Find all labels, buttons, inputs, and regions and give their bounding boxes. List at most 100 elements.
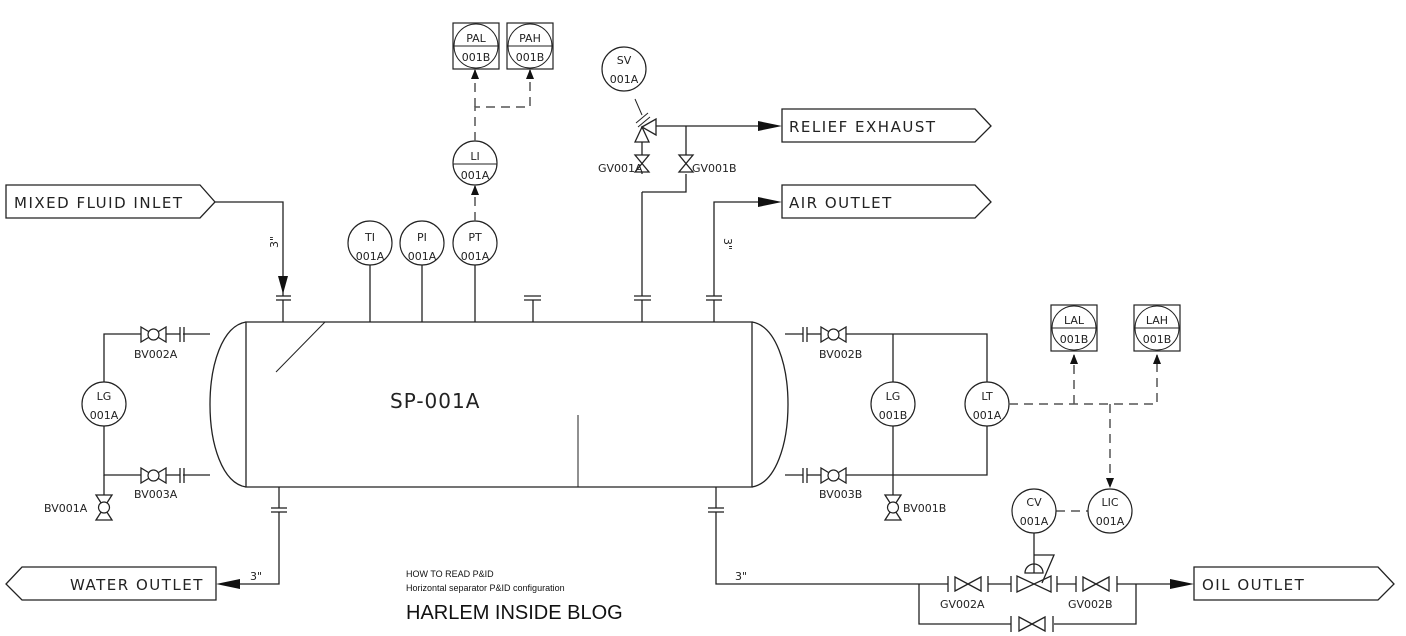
instrument-number: 001A: [408, 250, 437, 263]
signal-arrow-icon: [471, 185, 479, 195]
oil-outlet-stream[interactable]: OIL OUTLET: [1193, 566, 1395, 601]
flow-arrow-icon: [278, 276, 288, 294]
instrument-lg-001a[interactable]: LG 001A: [81, 381, 127, 427]
instrument-function: PT: [468, 231, 482, 244]
inlet-line-size: 3": [268, 236, 281, 248]
valve-tag: BV002B: [819, 348, 862, 361]
instrument-pt-001a[interactable]: PT 001A: [452, 220, 498, 266]
flange-pair-top-left: [179, 327, 185, 342]
control-valve-cv001a[interactable]: [1016, 574, 1052, 594]
safety-valve[interactable]: [633, 112, 657, 143]
gate-valve-icon: [1082, 575, 1110, 593]
pipe-segment: [103, 426, 141, 476]
air-outlet-stream[interactable]: AIR OUTLET: [781, 184, 992, 219]
instrument-function: PAL: [466, 32, 486, 45]
gate-valve-gv002a[interactable]: GV002A: [940, 575, 985, 611]
bypass-gate-valve[interactable]: [1018, 615, 1046, 633]
separator-vessel[interactable]: SP-001A: [209, 321, 789, 488]
relief-bypass-tee: [642, 174, 687, 193]
alarm-pah-001b[interactable]: PAH 001B: [506, 22, 554, 70]
spring-icon: [635, 112, 649, 124]
instrument-function: SV: [617, 54, 632, 67]
instrument-pi-001a[interactable]: PI 001A: [399, 220, 445, 266]
instrument-number: 001A: [1096, 515, 1125, 528]
instrument-bubble-icon: [399, 220, 445, 266]
signal-line-li-pah: [474, 70, 531, 141]
gate-valve-icon: [633, 154, 651, 173]
sv-connection: [634, 98, 643, 116]
gate-valve-gv001b[interactable]: GV001B: [677, 154, 737, 175]
ball-valve-bv003b[interactable]: BV003B: [819, 466, 862, 501]
instrument-li-001a[interactable]: LI 001A: [452, 140, 498, 186]
water-outlet-stream[interactable]: WATER OUTLET: [5, 566, 217, 601]
air-outlet-label: AIR OUTLET: [789, 194, 893, 212]
instrument-cv-001a[interactable]: CV 001A: [1011, 488, 1057, 534]
valve-tag: BV003B: [819, 488, 862, 501]
air-outlet-line-size: 3": [721, 238, 734, 250]
offpage-connector-oil: [1193, 566, 1395, 601]
vessel-tag: SP-001A: [390, 389, 480, 413]
relief-exhaust-stream[interactable]: RELIEF EXHAUST: [781, 108, 992, 143]
ball-valve-bv001b[interactable]: BV001B: [883, 494, 946, 521]
valve-tag: GV001B: [692, 162, 737, 175]
offpage-connector-air: [781, 184, 992, 219]
instrument-lt-001a[interactable]: LT 001A: [964, 381, 1010, 427]
offpage-connector-relief: [781, 108, 992, 143]
gate-valve-gv002b[interactable]: GV002B: [1068, 575, 1113, 611]
alarm-lal-001b[interactable]: LAL 001B: [1050, 304, 1098, 352]
ball-icon: [886, 501, 900, 514]
instrument-lic-001a[interactable]: LIC 001A: [1087, 488, 1133, 534]
water-outlet-pipe: [230, 512, 280, 585]
instrument-number: 001A: [90, 409, 119, 422]
instrument-ti-001a[interactable]: TI 001A: [347, 220, 393, 266]
instrument-number: 001B: [879, 409, 908, 422]
instrument-function: LG: [97, 390, 112, 403]
valve-tag: GV002A: [940, 598, 985, 611]
ball-icon: [97, 501, 111, 514]
instrument-number: 001A: [973, 409, 1002, 422]
gate-valve-gv001a[interactable]: GV001A: [598, 154, 651, 175]
signal-arrow-icon: [1153, 354, 1161, 364]
vessel-shell: [245, 321, 753, 488]
ball-valve-bv001a[interactable]: BV001A: [44, 494, 114, 521]
valve-tag: GV001A: [598, 162, 643, 175]
offpage-connector-inlet: [5, 184, 216, 219]
instrument-function: LAH: [1146, 314, 1168, 327]
instrument-sv-001a[interactable]: SV 001A: [601, 46, 647, 92]
instrument-function: LG: [886, 390, 901, 403]
ball-valve-bv002a[interactable]: BV002A: [134, 325, 178, 361]
valve-tag: BV001B: [903, 502, 946, 515]
instrument-number: 001A: [461, 169, 490, 182]
instrument-function: CV: [1026, 496, 1042, 509]
flow-arrow-icon: [216, 579, 240, 589]
relief-exhaust-label: RELIEF EXHAUST: [789, 118, 937, 136]
signal-arrow-icon: [526, 69, 534, 79]
flange-pair-bottom-left: [179, 468, 185, 483]
fail-position-indicator: [1034, 554, 1055, 584]
ball-icon: [147, 328, 160, 341]
vessel-head-right: [751, 321, 789, 488]
alarm-pal-001b[interactable]: PAL 001B: [452, 22, 500, 70]
ball-valve-bv003a[interactable]: BV003A: [134, 466, 178, 501]
oil-outlet-label: OIL OUTLET: [1202, 576, 1305, 594]
mixed-fluid-inlet-stream[interactable]: MIXED FLUID INLET: [5, 184, 216, 219]
title-line-1: HOW TO READ P&ID: [406, 569, 494, 579]
signal-arrow-icon: [1070, 354, 1078, 364]
bypass-line: [918, 584, 1011, 625]
instrument-lg-001b[interactable]: LG 001B: [870, 381, 916, 427]
mixed-fluid-inlet-label: MIXED FLUID INLET: [14, 194, 184, 212]
valve-tag: BV001A: [44, 502, 88, 515]
instrument-number: 001B: [516, 51, 545, 64]
pipe-segment: [846, 333, 988, 382]
pipe-segment: [846, 426, 988, 476]
alarm-lah-001b[interactable]: LAH 001B: [1133, 304, 1181, 352]
valve-tag: GV002B: [1068, 598, 1113, 611]
instrument-function: PAH: [519, 32, 541, 45]
oil-outlet-line-size: 3": [735, 570, 747, 583]
gate-valve-icon: [677, 154, 695, 173]
spare-nozzle: [524, 295, 541, 322]
ball-valve-bv002b[interactable]: BV002B: [819, 325, 862, 361]
instrument-function: TI: [364, 231, 375, 244]
instrument-function: PI: [417, 231, 427, 244]
inlet-pipe: [215, 201, 284, 296]
